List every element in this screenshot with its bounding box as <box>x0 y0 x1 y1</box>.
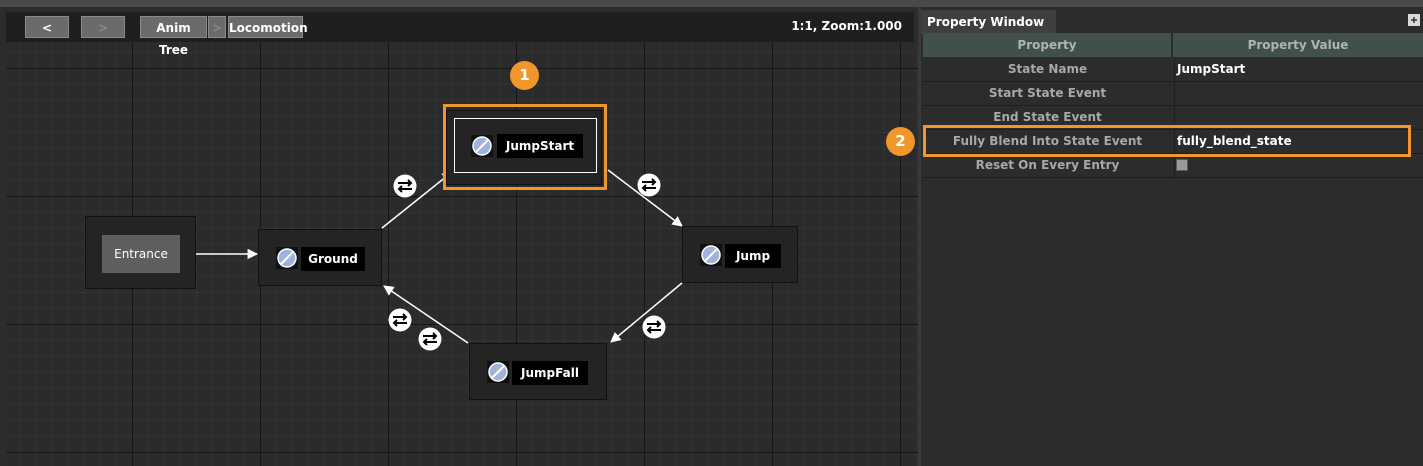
property-name: Fully Blend Into State Event <box>952 134 1143 148</box>
property-name: Reset On Every Entry <box>975 158 1120 172</box>
highlight-box-2 <box>923 125 1411 157</box>
breadcrumb-anim-tree[interactable]: Anim Tree <box>140 16 207 57</box>
property-row-state-name[interactable]: State Name JumpStart <box>923 58 1423 82</box>
property-name: Start State Event <box>988 86 1107 100</box>
transition-icon[interactable] <box>418 327 442 351</box>
transition-icon[interactable] <box>393 174 417 198</box>
transition-edges <box>195 169 683 344</box>
top-strip <box>0 0 1423 7</box>
entrance-label: Entrance <box>102 235 180 273</box>
edge-ground-jumpstart <box>381 171 453 229</box>
callout-badge-1: 1 <box>510 61 539 90</box>
state-node-jumpstart[interactable]: JumpStart <box>446 110 602 185</box>
zoom-readout: 1:1, Zoom:1.000 <box>791 19 902 33</box>
property-value-start-state-event[interactable] <box>1175 82 1423 105</box>
state-icon <box>700 244 722 266</box>
callout-badge-2: 2 <box>886 127 915 156</box>
transition-icon[interactable] <box>642 315 666 339</box>
transition-icon[interactable] <box>388 308 412 332</box>
forward-button[interactable]: > <box>81 16 125 38</box>
state-label-jump: Jump <box>725 244 781 268</box>
property-row-start-state-event[interactable]: Start State Event <box>923 82 1423 106</box>
property-name: State Name <box>1007 62 1088 76</box>
back-button[interactable]: < <box>25 16 69 38</box>
column-header-property[interactable]: Property <box>923 33 1171 57</box>
edge-jumpstart-jump <box>607 169 683 227</box>
state-label-jumpfall: JumpFall <box>512 361 588 385</box>
transition-icon[interactable] <box>637 173 661 197</box>
edge-jumpfall-ground <box>383 285 469 344</box>
property-row-reset-on-every-entry[interactable]: Reset On Every Entry <box>923 154 1423 178</box>
reset-on-entry-checkbox[interactable] <box>1176 159 1188 171</box>
state-label-ground: Ground <box>301 247 365 271</box>
property-window: Property Window Property Property Value … <box>921 7 1423 466</box>
property-row-end-state-event[interactable]: End State Event <box>923 106 1423 130</box>
state-icon <box>487 361 509 383</box>
breadcrumb-locomotion[interactable]: Locomotion <box>228 16 308 38</box>
state-icon <box>471 135 493 157</box>
state-node-jump[interactable]: Jump <box>682 226 798 283</box>
property-row-fully-blend[interactable]: Fully Blend Into State Event fully_blend… <box>923 130 1423 154</box>
selection-frame <box>454 118 597 173</box>
edge-jump-jumpfall <box>610 282 683 343</box>
column-header-value[interactable]: Property Value <box>1173 33 1423 57</box>
state-icon <box>276 247 298 269</box>
state-node-jumpfall[interactable]: JumpFall <box>469 343 607 400</box>
state-label-jumpstart: JumpStart <box>497 134 583 158</box>
breadcrumb-separator: > <box>208 16 226 38</box>
pin-icon[interactable] <box>1408 14 1420 26</box>
property-value-state-name[interactable]: JumpStart <box>1177 62 1246 76</box>
property-window-tab[interactable]: Property Window <box>921 10 1056 34</box>
state-node-ground[interactable]: Ground <box>258 229 382 286</box>
highlight-box-1 <box>443 104 607 190</box>
graph-toolbar: < > Anim Tree > Locomotion 1:1, Zoom:1.0… <box>6 12 914 57</box>
property-value-fully-blend[interactable]: fully_blend_state <box>1177 134 1292 148</box>
entrance-node[interactable]: Entrance <box>85 216 196 289</box>
property-name: End State Event <box>993 110 1102 124</box>
